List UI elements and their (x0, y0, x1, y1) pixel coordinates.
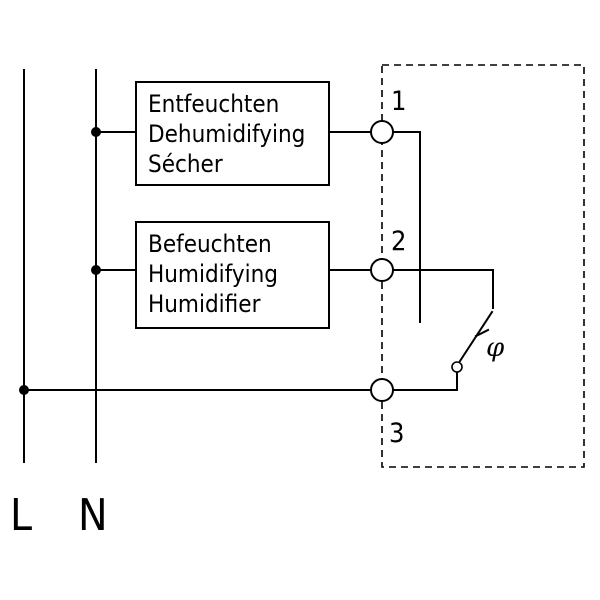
terminal-3 (370, 378, 394, 402)
terminal-2-label: 2 (391, 226, 406, 257)
rail-n-label: N (78, 490, 108, 541)
terminal-2 (370, 258, 394, 282)
terminal-1-label: 1 (391, 86, 406, 117)
device-enclosure (381, 64, 585, 468)
terminal-3-label: 3 (389, 418, 404, 449)
humidify-label-en: Humidifying (148, 260, 278, 288)
terminal-1 (370, 120, 394, 144)
rail-l-label: L (10, 490, 32, 541)
dehumidify-label-fr: Sécher (148, 150, 223, 178)
switch-pivot (451, 361, 463, 373)
dehumidify-label-en: Dehumidifying (148, 120, 305, 148)
switch-symbol: φ (486, 333, 505, 363)
dehumidify-label-de: Entfeuchten (148, 90, 279, 118)
humidify-label-de: Befeuchten (148, 230, 272, 258)
humidify-box (135, 221, 330, 329)
switch-contact-mark (474, 328, 490, 338)
dehumidify-box (135, 81, 330, 186)
humidify-label-fr: Humidifier (148, 290, 261, 318)
